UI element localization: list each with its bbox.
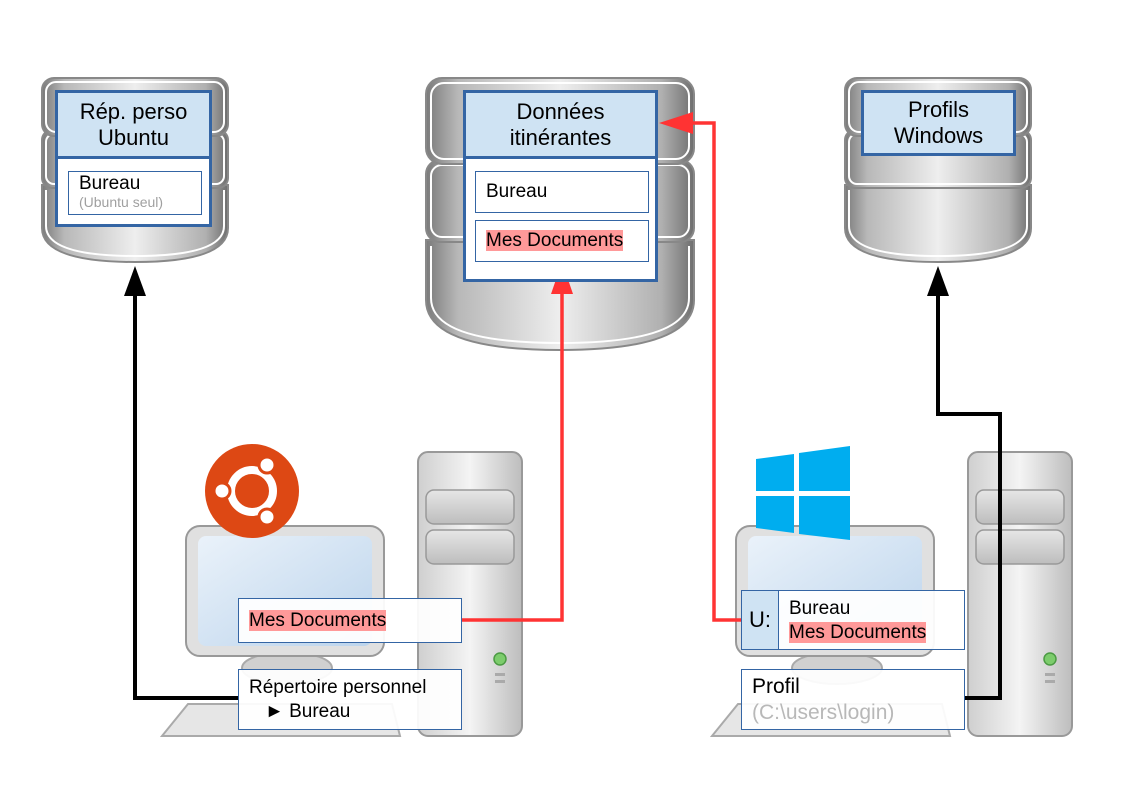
ubuntu-home-header: Rép. perso Ubuntu [58,93,209,159]
roaming-data-header: Données itinérantes [466,93,655,159]
windows-profiles-panel: Profils Windows [861,90,1016,156]
drive-folder-list: Bureau Mes Documents [779,591,927,649]
ubuntu-home-folder-bureau[interactable]: Bureau (Ubuntu seul) [68,171,202,215]
drive-folder-mes-documents: Mes Documents [789,622,927,643]
arrow-windows-drive-redirect [659,112,742,622]
folder-name-highlighted: Mes Documents [486,230,624,251]
drive-letter: U: [742,591,779,649]
windows-logo-icon [756,446,850,540]
roaming-data-panel: Données itinérantes Bureau Mes Documents [463,90,658,282]
ubuntu-home-subfolder: ► Bureau [265,701,351,722]
windows-profiles-title-line2: Windows [893,123,984,148]
ubuntu-home-directory[interactable]: Répertoire personnel ► Bureau [238,669,462,730]
ubuntu-home-title-line1: Rép. perso [79,98,188,124]
drive-folder-bureau: Bureau [789,598,851,619]
roaming-folder-bureau[interactable]: Bureau [475,171,649,213]
windows-local-profile[interactable]: Profil (C:\users\login) [741,669,965,730]
folder-note: (Ubuntu seul) [79,194,164,210]
folder-name: Bureau [486,181,548,202]
windows-profiles-title-line1: Profils [907,97,970,122]
ubuntu-home-panel: Rép. perso Ubuntu Bureau (Ubuntu seul) [55,90,212,227]
profile-path: (C:\users\login) [752,701,895,724]
ubuntu-mydocs-folder[interactable]: Mes Documents [238,598,462,643]
tower-windows [967,451,1073,737]
ubuntu-logo-icon [205,444,299,538]
folder-name: Bureau [79,173,141,194]
windows-network-drive[interactable]: U: Bureau Mes Documents [741,590,965,650]
ubuntu-home-title-line2: Ubuntu [98,124,169,150]
tower-ubuntu [417,451,523,737]
ubuntu-home-dir-label: Répertoire personnel [249,677,427,698]
roaming-folder-mes-documents[interactable]: Mes Documents [475,220,649,262]
profile-label: Profil [752,675,800,698]
arrow-ubuntu-home-sync [124,266,238,700]
ubuntu-mydocs-label: Mes Documents [249,610,387,631]
roaming-title-line2: itinérantes [509,124,612,150]
arrow-windows-profile-sync [927,266,1002,700]
windows-profiles-header: Profils Windows [864,93,1013,153]
roaming-title-line1: Données [516,98,605,124]
